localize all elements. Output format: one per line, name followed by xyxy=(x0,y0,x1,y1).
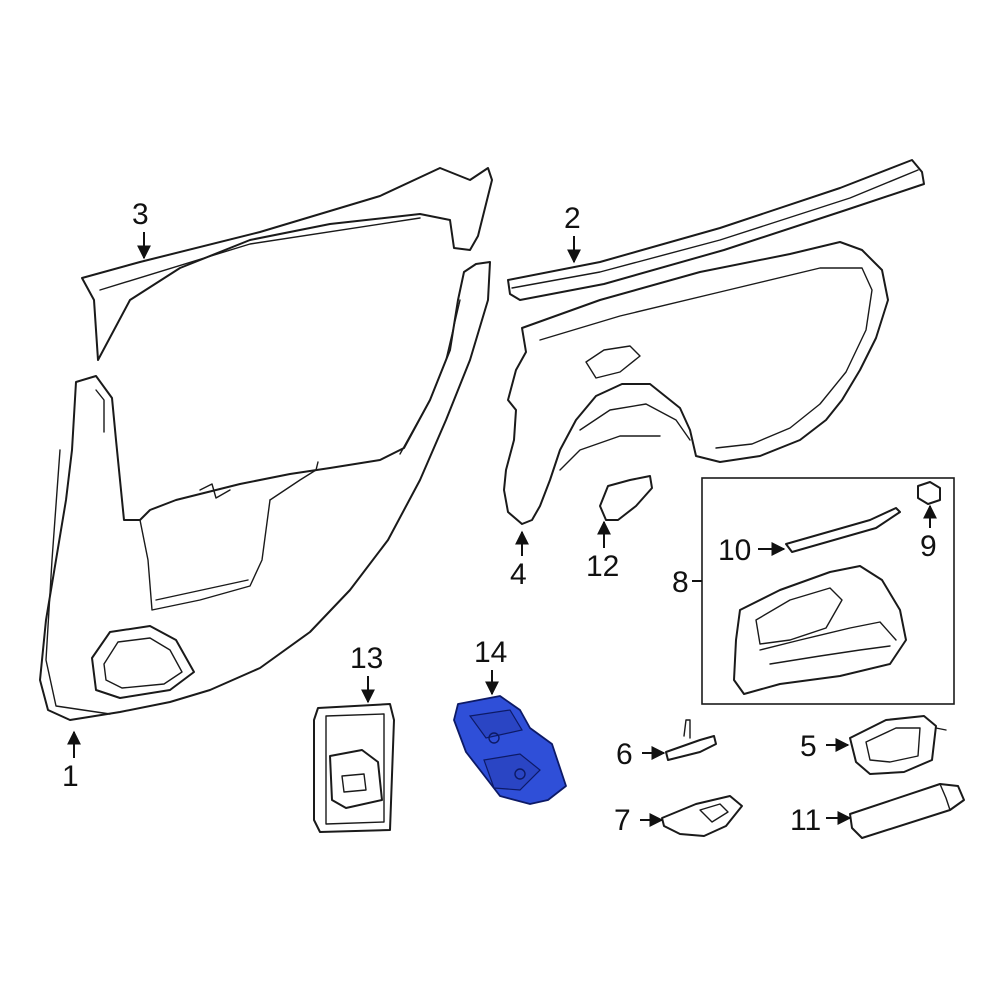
part-2-belt-weatherstrip[interactable] xyxy=(507,159,925,301)
part-11-pull-cup[interactable] xyxy=(849,783,965,839)
callout-label-13: 13 xyxy=(350,642,383,675)
callout-label-10: 10 xyxy=(718,534,751,567)
callout-11: 11 xyxy=(790,804,852,837)
part-8-handle-assembly-box xyxy=(701,477,955,705)
callout-label-1: 1 xyxy=(62,760,79,793)
callout-4: 4 xyxy=(510,530,529,591)
callout-2: 2 xyxy=(564,202,581,264)
part-8-handle-housing[interactable] xyxy=(733,565,907,695)
callout-7: 7 xyxy=(614,804,664,837)
part-5-inner-handle[interactable] xyxy=(849,715,947,775)
callout-label-14: 14 xyxy=(474,636,507,669)
callout-label-6: 6 xyxy=(616,738,633,771)
part-12-cover[interactable] xyxy=(599,475,653,521)
part-4-inner-door-frame[interactable] xyxy=(503,241,889,525)
callout-label-7: 7 xyxy=(614,804,631,837)
callout-10: 10 xyxy=(718,534,786,567)
callout-label-3: 3 xyxy=(132,198,149,231)
callout-3: 3 xyxy=(132,198,151,260)
callout-14: 14 xyxy=(474,636,507,696)
callout-label-5: 5 xyxy=(800,730,817,763)
callout-label-11: 11 xyxy=(790,804,821,837)
part-9-clip[interactable] xyxy=(917,481,941,505)
part-10-rod[interactable] xyxy=(785,507,901,553)
callout-1: 1 xyxy=(62,730,81,793)
callout-label-4: 4 xyxy=(510,558,527,591)
callout-5: 5 xyxy=(800,730,850,763)
part-14-lock-switch-highlighted[interactable] xyxy=(453,695,567,805)
callout-6: 6 xyxy=(616,738,666,771)
callout-label-9: 9 xyxy=(920,530,937,563)
callout-label-12: 12 xyxy=(586,550,619,583)
part-7-bracket[interactable] xyxy=(661,795,743,837)
part-13-switch[interactable] xyxy=(313,703,395,833)
part-6-bezel[interactable] xyxy=(665,719,717,761)
part-1-door-trim-panel[interactable] xyxy=(39,261,491,721)
callout-9: 9 xyxy=(920,504,937,563)
part-3-upper-trim[interactable] xyxy=(81,167,493,361)
callout-13: 13 xyxy=(350,642,383,704)
callout-12: 12 xyxy=(586,520,619,583)
callout-label-8: 8 xyxy=(672,566,689,599)
callout-8: 8 xyxy=(672,566,702,599)
callout-label-2: 2 xyxy=(564,202,581,235)
